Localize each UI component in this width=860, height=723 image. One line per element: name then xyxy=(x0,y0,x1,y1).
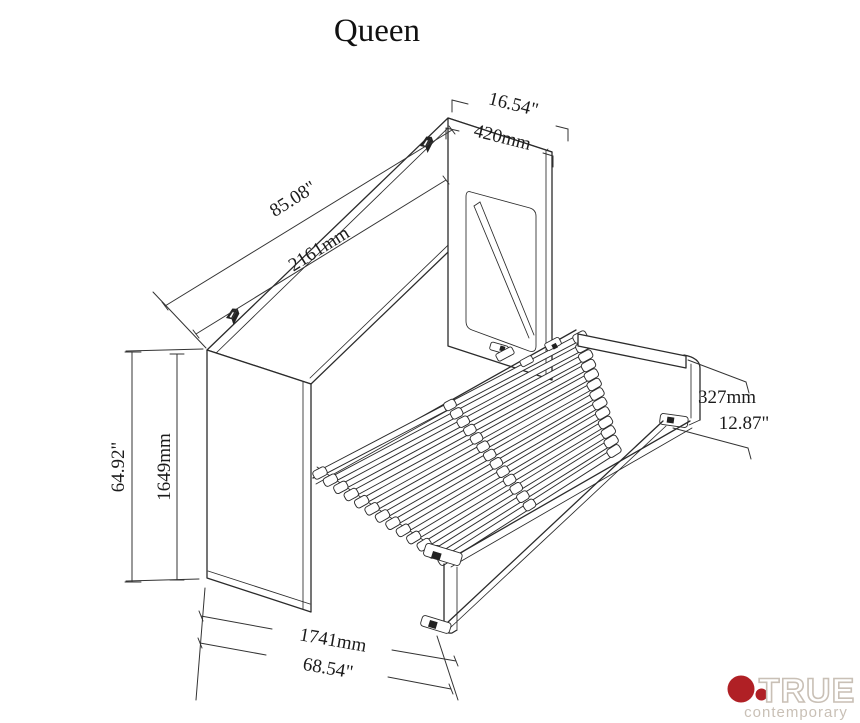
cabinet-left-panel xyxy=(206,349,312,613)
logo-mark-icon xyxy=(727,675,755,703)
dim-bed-end-height: 327mm 12.87" xyxy=(672,359,770,460)
logo-brand-text: TRUE xyxy=(759,672,856,710)
bed-near-rail xyxy=(447,420,693,568)
bed-slats xyxy=(312,330,622,566)
dim-open-depth: 1741mm 68.54" xyxy=(195,587,459,701)
cabinet xyxy=(206,117,553,613)
dim-bed-end-height-in: 12.87" xyxy=(719,413,770,434)
logo-tagline-text: contemporary xyxy=(744,704,848,721)
bed-right-leg xyxy=(659,413,701,428)
bed-left-leg xyxy=(420,543,463,634)
wall-bracket-icon xyxy=(420,136,434,154)
dim-cabinet-height-in: 64.92" xyxy=(108,442,129,493)
dim-cabinet-depth-in: 16.54" xyxy=(486,88,540,121)
bed-right-rail xyxy=(577,333,701,421)
brand-logo: TRUE contemporary xyxy=(727,671,856,721)
dim-cabinet-width-in: 85.08" xyxy=(266,177,320,222)
bed-foot-bar xyxy=(446,420,667,629)
cabinet-side-opening xyxy=(465,191,537,352)
dim-open-depth-in: 68.54" xyxy=(301,654,354,683)
dim-cabinet-height: 64.92" 1649mm xyxy=(108,348,204,583)
logo-mark-small-icon xyxy=(755,688,768,701)
wall-bracket-icon xyxy=(226,308,240,326)
page-title: Queen xyxy=(334,13,420,49)
dim-bed-end-height-mm: 327mm xyxy=(698,387,756,408)
bed-platform xyxy=(312,329,701,634)
dim-open-depth-mm: 1741mm xyxy=(298,624,368,656)
dim-cabinet-height-mm: 1649mm xyxy=(154,433,175,501)
